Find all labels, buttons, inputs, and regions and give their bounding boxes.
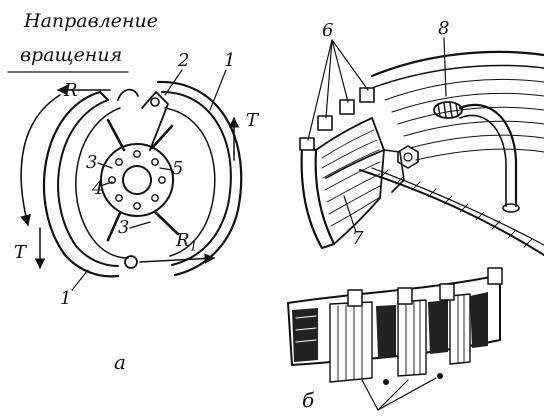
expander-cam bbox=[141, 91, 169, 151]
label-2: 2 bbox=[178, 50, 190, 71]
subfigure-label-a: a bbox=[114, 350, 126, 374]
label-7: 7 bbox=[352, 228, 364, 249]
rotation-direction-arrow bbox=[20, 94, 61, 227]
return-spring-lower bbox=[106, 211, 122, 242]
lining-strip-figure-b bbox=[287, 267, 503, 411]
label-5: 5 bbox=[172, 158, 184, 179]
left-shoe-lining-inner bbox=[57, 99, 119, 267]
left-shoe-lining-outer bbox=[42, 90, 120, 278]
force-t-right-label: T bbox=[246, 110, 259, 131]
hub-center bbox=[122, 165, 152, 195]
force-r-label: R bbox=[64, 80, 78, 101]
label-1-top: 1 bbox=[224, 50, 236, 71]
label-3-upper: 3 bbox=[86, 152, 98, 173]
caption-line-1: Направление bbox=[24, 10, 159, 32]
hub-bolt-holes bbox=[108, 150, 166, 210]
force-r1-arrow bbox=[139, 253, 216, 264]
label-8: 8 bbox=[438, 18, 450, 39]
force-r1-label: R1 bbox=[176, 230, 198, 254]
label-6: 6 bbox=[322, 20, 334, 41]
right-shoe-lining-outer bbox=[156, 80, 243, 277]
label-3-lower: 3 bbox=[118, 217, 130, 238]
left-shoe-web bbox=[75, 107, 129, 259]
shoe-pivot bbox=[124, 255, 138, 269]
lined-shoe-figure bbox=[299, 37, 544, 256]
brake-assembly-figure-a bbox=[7, 69, 243, 291]
force-t-left-label: T bbox=[14, 242, 27, 263]
caption-line-2: вращения bbox=[20, 44, 123, 66]
hub-flange bbox=[100, 143, 174, 217]
subfigure-label-b: б bbox=[302, 388, 315, 412]
right-shoe-web bbox=[164, 107, 216, 257]
return-spring-upper bbox=[106, 118, 126, 152]
label-1-bottom: 1 bbox=[60, 288, 72, 309]
label-4: 4 bbox=[92, 178, 104, 199]
